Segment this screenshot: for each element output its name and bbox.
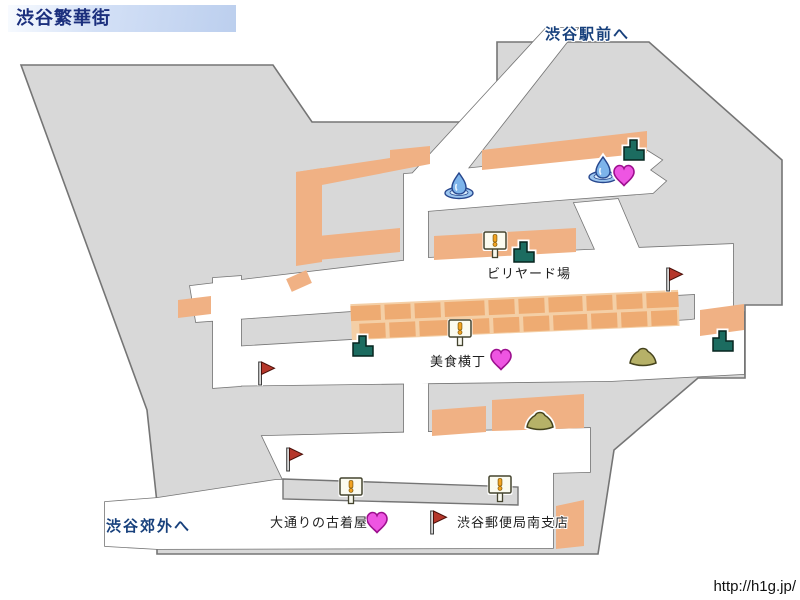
building-upper-band bbox=[296, 146, 430, 190]
building-north-strip bbox=[482, 131, 647, 170]
place-label-gourmet-alley: 美食横丁 bbox=[429, 354, 487, 369]
exit-label-station: 渋谷駅前へ bbox=[545, 26, 631, 43]
exit-label-suburbs: 渋谷郊外へ bbox=[106, 518, 192, 535]
building-lower-band bbox=[318, 228, 400, 260]
area-title-bar: 渋谷繁華街 bbox=[8, 5, 236, 32]
area-title: 渋谷繁華街 bbox=[16, 8, 111, 28]
place-label-used-clothing-shop: 大通りの古着屋 bbox=[269, 515, 369, 530]
site-watermark-url: http://h1g.jp/ bbox=[713, 578, 796, 595]
place-label-post-office: 渋谷郵便局南支店 bbox=[456, 515, 570, 530]
building-chip bbox=[286, 270, 312, 292]
building-south-left bbox=[432, 406, 486, 436]
building-upper-arm bbox=[296, 168, 322, 266]
buildings bbox=[178, 131, 744, 549]
place-label-billiard-hall: ビリヤード場 bbox=[486, 266, 572, 281]
building-west-sliver bbox=[178, 296, 211, 318]
building-bottom-right bbox=[556, 500, 584, 549]
building-east bbox=[700, 304, 744, 336]
